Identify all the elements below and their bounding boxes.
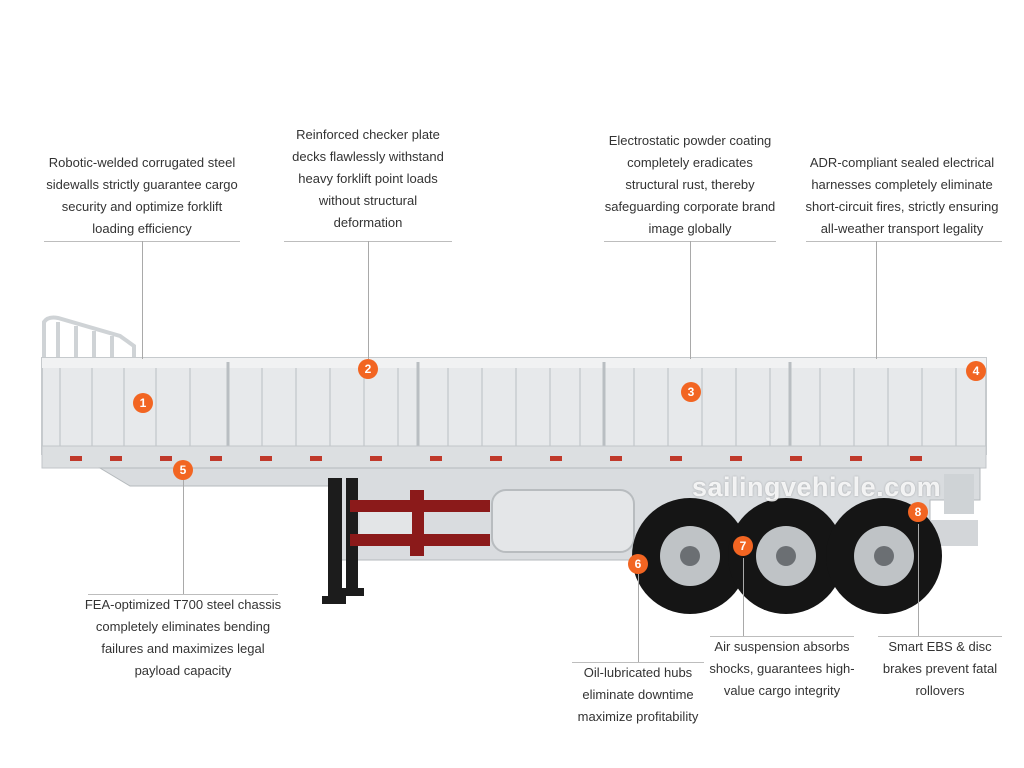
- callout-3-leader: [690, 241, 691, 359]
- callout-7-leader: [743, 558, 744, 636]
- callout-6-rule: [572, 662, 704, 663]
- callout-1-text: Robotic-welded corrugated steel sidewall…: [46, 155, 238, 236]
- callout-4-text: ADR-compliant sealed electrical harnesse…: [805, 155, 999, 236]
- callout-1-leader: [142, 241, 143, 359]
- callout-8-text: Smart EBS & disc brakes prevent fatal ro…: [882, 639, 998, 698]
- callout-6-leader: [638, 574, 639, 662]
- callout-8-rule: [878, 636, 1002, 637]
- marker-5: 5: [173, 460, 193, 480]
- callout-5-rule: [88, 594, 278, 595]
- watermark: sailingvehicle.com: [692, 472, 942, 502]
- callout-4-leader: [876, 241, 877, 359]
- callout-5-leader: [183, 480, 184, 594]
- marker-6: 6: [628, 554, 648, 574]
- marker-4: 4: [966, 361, 986, 381]
- marker-2: 2: [358, 359, 378, 379]
- marker-3: 3: [681, 382, 701, 402]
- wheels: [632, 498, 942, 614]
- marker-8: 8: [908, 502, 928, 522]
- callout-5-text: FEA-optimized T700 steel chassis complet…: [84, 597, 282, 678]
- callout-7-rule: [710, 636, 854, 637]
- callout-7-text: Air suspension absorbs shocks, guarantee…: [709, 639, 855, 698]
- trailer-sidewall: [41, 357, 987, 455]
- front-headboard: [42, 315, 136, 360]
- callout-6-text: Oil-lubricated hubs eliminate downtime m…: [577, 665, 699, 724]
- callout-3-text: Electrostatic powder coating completely …: [604, 133, 776, 236]
- marker-7: 7: [733, 536, 753, 556]
- callout-8-leader: [918, 524, 919, 636]
- marker-1: 1: [133, 393, 153, 413]
- callout-2-text: Reinforced checker plate decks flawlessl…: [292, 127, 444, 230]
- callout-2-leader: [368, 241, 369, 359]
- tank: [491, 489, 635, 553]
- callout-4-rule: [806, 241, 1002, 242]
